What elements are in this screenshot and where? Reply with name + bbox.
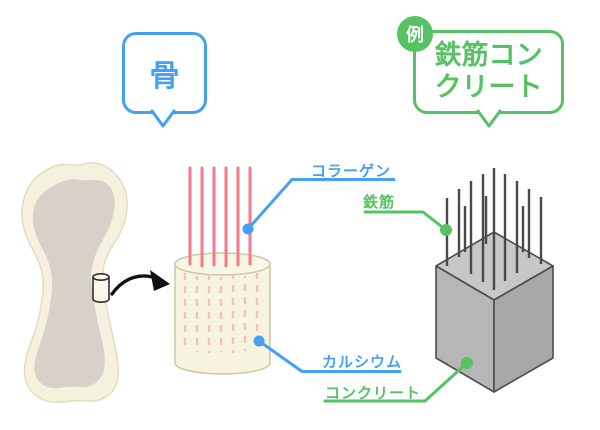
rebar-rods bbox=[445, 168, 543, 290]
bone-sample-cylinder bbox=[92, 272, 110, 303]
reinforced-concrete-title-bubble: 鉄筋コン クリート bbox=[413, 30, 564, 114]
calcium-leader-line bbox=[257, 339, 402, 373]
bone-illustration bbox=[21, 162, 128, 404]
collagen-leader-line bbox=[246, 178, 396, 231]
calcium-dot bbox=[253, 335, 265, 347]
rebar-dot bbox=[440, 224, 452, 236]
callout-dots bbox=[242, 223, 473, 369]
bone-title-bubble: 骨 bbox=[122, 32, 207, 114]
reinforced-concrete-title-text: 鉄筋コン クリート bbox=[435, 40, 543, 104]
calcium-dashed-fibers bbox=[183, 273, 259, 353]
bone-matrix-cylinder bbox=[174, 252, 271, 375]
calcium-label: カルシウム bbox=[322, 353, 403, 371]
bone-inner-marrow bbox=[32, 179, 115, 389]
collagen-label: コラーゲン bbox=[311, 162, 392, 180]
collagen-dot bbox=[242, 223, 254, 235]
reinforced-concrete-bubble-tail bbox=[476, 109, 502, 128]
example-badge-text: 例 bbox=[406, 25, 424, 46]
callout-lines bbox=[246, 178, 469, 403]
example-badge: 例 bbox=[397, 16, 433, 52]
bone-bubble-tail bbox=[150, 109, 176, 128]
extraction-arrow bbox=[110, 270, 170, 296]
reinforced-concrete-line1: 鉄筋コン bbox=[434, 40, 543, 72]
collagen-fibers bbox=[188, 166, 252, 268]
concrete-label: コンクリート bbox=[325, 384, 422, 402]
concrete-dot bbox=[461, 357, 473, 369]
rebar-leader-line bbox=[363, 210, 448, 232]
rebar-label: 鉄筋 bbox=[363, 193, 396, 211]
concrete-leader-line bbox=[323, 361, 469, 403]
bone-title-text: 骨 bbox=[149, 59, 180, 94]
concrete-cube-right-face bbox=[493, 265, 554, 393]
reinforced-concrete-line2: クリート bbox=[434, 72, 543, 103]
